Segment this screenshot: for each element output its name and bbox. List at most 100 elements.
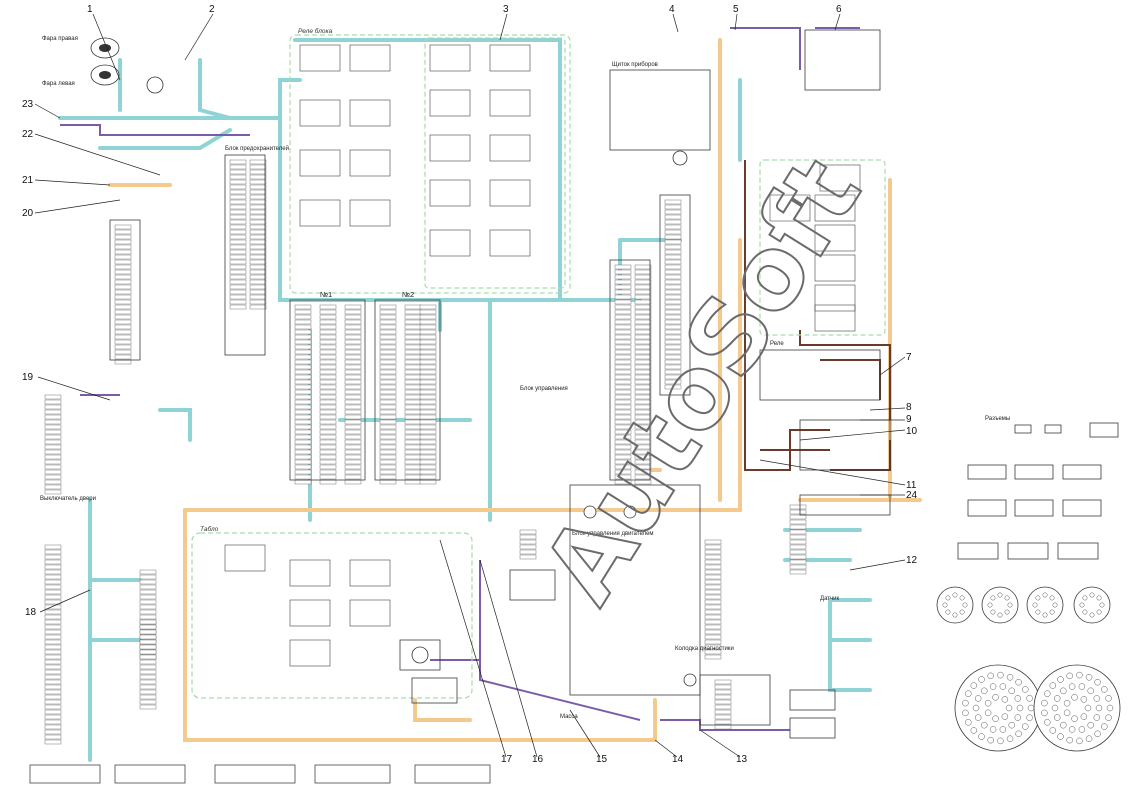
- pin: [1004, 609, 1010, 615]
- connector-cell: [44, 594, 62, 600]
- connector-cell: [139, 674, 157, 680]
- connector-cell: [419, 344, 437, 350]
- connector-cell: [114, 249, 132, 255]
- relay-module: [489, 134, 531, 162]
- connector-cell: [114, 349, 132, 355]
- connector-cell: [114, 229, 132, 235]
- connector-cell: [634, 429, 652, 435]
- connector-cell: [344, 429, 362, 435]
- connector-cell: [404, 344, 422, 350]
- connector-cell: [44, 644, 62, 650]
- pin: [974, 714, 982, 721]
- relay-module: [489, 179, 531, 207]
- connector-cell: [404, 404, 422, 410]
- connector-cell: [634, 364, 652, 370]
- connector-cell: [634, 264, 652, 270]
- connector-cell: [634, 414, 652, 420]
- connector-cell: [249, 219, 267, 225]
- connector-cell: [294, 379, 312, 385]
- connector-cell: [294, 399, 312, 405]
- pin: [981, 687, 988, 695]
- connector-cell: [249, 284, 267, 290]
- connector-cell: [404, 454, 422, 460]
- connector-cell: [229, 244, 247, 250]
- connector-cell: [404, 444, 422, 450]
- connector-cell: [419, 424, 437, 430]
- pin: [1051, 704, 1059, 712]
- control-unit-label: Блок управления: [520, 386, 568, 392]
- connector-cell: [229, 164, 247, 170]
- connector-cell: [319, 409, 337, 415]
- connector-cell: [664, 354, 682, 360]
- connector-cell: [419, 379, 437, 385]
- connector-cell: [404, 474, 422, 480]
- connector-cell: [114, 359, 132, 365]
- connector-cell: [664, 249, 682, 255]
- connector-cell: [664, 339, 682, 345]
- connector-cell: [664, 204, 682, 210]
- connector-pins: [942, 592, 1114, 745]
- connector-cell: [419, 309, 437, 315]
- connector-cell: [294, 394, 312, 400]
- connector-cell: [229, 249, 247, 255]
- pin: [1006, 674, 1014, 681]
- connector-cell: [614, 309, 632, 315]
- connector-cell: [419, 464, 437, 470]
- connector-cell: [614, 354, 632, 360]
- pin: [1022, 686, 1029, 693]
- connector-cell: [664, 349, 682, 355]
- connector-cell: [294, 434, 312, 440]
- pin: [1060, 687, 1067, 695]
- connector-cell: [419, 339, 437, 345]
- connector-cell: [614, 409, 632, 415]
- connector-cell: [379, 464, 397, 470]
- connector-cell: [714, 724, 732, 730]
- pin: [999, 726, 1007, 733]
- connector-cell: [44, 489, 62, 495]
- connector-cell: [319, 359, 337, 365]
- mounting-block-2-title: №2: [402, 290, 414, 299]
- connector-cell: [664, 319, 682, 325]
- connector-cell: [319, 404, 337, 410]
- connector-cell: [319, 344, 337, 350]
- connector-cell: [404, 459, 422, 465]
- connector-cell: [344, 334, 362, 340]
- connector-cell: [614, 384, 632, 390]
- connector-cell: [614, 394, 632, 400]
- connector-cell: [634, 464, 652, 470]
- connector-cell: [614, 364, 632, 370]
- connector-cell: [614, 404, 632, 410]
- pin: [987, 672, 994, 680]
- connector-cell: [664, 279, 682, 285]
- connector-cell: [664, 379, 682, 385]
- pin: [1007, 602, 1013, 608]
- connector-cell: [419, 349, 437, 355]
- connector-cell: [664, 214, 682, 220]
- callout-leaders: [34, 13, 906, 758]
- connector-cell: [714, 689, 732, 695]
- connector-cell: [704, 619, 722, 625]
- connector-cell: [379, 349, 397, 355]
- connector-cell: [44, 704, 62, 710]
- connector-cell: [789, 559, 807, 565]
- connector-cell: [319, 349, 337, 355]
- pin: [1015, 730, 1022, 738]
- connector-cell: [404, 449, 422, 455]
- connector-cell: [379, 389, 397, 395]
- connector-cell: [44, 394, 62, 400]
- connector-cell: [114, 329, 132, 335]
- connector-cell: [139, 699, 157, 705]
- connector-cell: [664, 284, 682, 290]
- pin: [952, 612, 958, 618]
- connector-cell: [229, 194, 247, 200]
- connector-cell: [114, 344, 132, 350]
- callout-numbers: 1 2 3 4 5 6 7 8 9 10 11 12 13 14 15 16 1…: [22, 4, 918, 765]
- connector-cell: [229, 294, 247, 300]
- connector-cell: [704, 604, 722, 610]
- connector-cell: [114, 289, 132, 295]
- connector-cell: [704, 649, 722, 655]
- connector-cell: [664, 289, 682, 295]
- connector-cell: [634, 329, 652, 335]
- pin: [1089, 612, 1095, 618]
- pin: [959, 595, 965, 601]
